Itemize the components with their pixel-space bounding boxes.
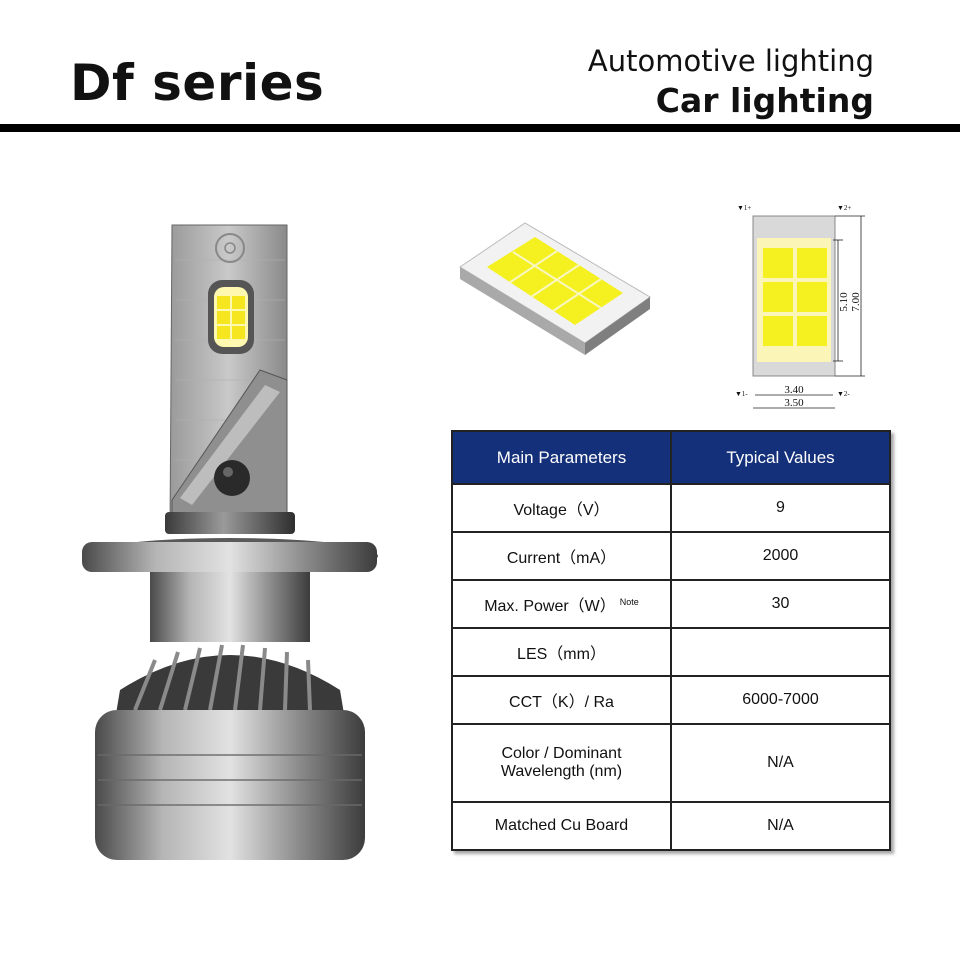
led-chip-3d-image xyxy=(459,222,651,355)
outer-height-label: 7.00 xyxy=(850,292,862,312)
param-max-power-cell: Max. Power（W）Note xyxy=(451,579,672,629)
subtitle-car-lighting: Car lighting xyxy=(655,81,874,120)
page-title: Df series xyxy=(70,54,325,112)
header-main-parameters: Main Parameters xyxy=(451,430,672,485)
table-row: Color / Dominant Wavelength (nm) N/A xyxy=(451,723,891,803)
table-row: Current（mA） 2000 xyxy=(451,531,891,581)
outer-width-label: 3.50 xyxy=(784,397,804,409)
subtitle-automotive-lighting: Automotive lighting xyxy=(587,44,874,78)
param-current: Current（mA） xyxy=(451,531,672,581)
param-les: LES（mm） xyxy=(451,627,672,677)
header-typical-values: Typical Values xyxy=(670,430,891,485)
param-max-power: Max. Power（W） xyxy=(484,598,616,615)
table-row: LES（mm） xyxy=(451,627,891,677)
table-header-row: Main Parameters Typical Values xyxy=(451,430,891,485)
param-cct: CCT（K）/ Ra xyxy=(451,675,672,725)
param-matched-cu-board: Matched Cu Board xyxy=(451,801,672,851)
led-dimension-diagram: ▼1+ ▼2+ ▼1- ▼2- 3.40 3.50 5.10 7.00 xyxy=(735,204,865,409)
parameters-table: Main Parameters Typical Values Voltage（V… xyxy=(451,430,891,851)
inner-width-label: 3.40 xyxy=(784,384,804,396)
corner-label-2-minus: ▼2- xyxy=(837,390,850,398)
value-current: 2000 xyxy=(670,531,891,581)
param-voltage: Voltage（V） xyxy=(451,483,672,533)
led-headlight-bulb-image xyxy=(82,224,378,860)
table-row: CCT（K）/ Ra 6000-7000 xyxy=(451,675,891,725)
value-color-wavelength: N/A xyxy=(670,723,891,803)
table-row: Voltage（V） 9 xyxy=(451,483,891,533)
value-matched-cu-board: N/A xyxy=(670,801,891,851)
corner-label-1-plus: ▼1+ xyxy=(737,204,751,212)
table-row: Max. Power（W）Note 30 xyxy=(451,579,891,629)
value-voltage: 9 xyxy=(670,483,891,533)
table-row: Matched Cu Board N/A xyxy=(451,801,891,851)
value-les xyxy=(670,627,891,677)
value-max-power: 30 xyxy=(670,579,891,629)
inner-height-label: 5.10 xyxy=(838,292,850,312)
header-divider xyxy=(0,124,960,132)
corner-label-1-minus: ▼1- xyxy=(735,390,748,398)
value-cct: 6000-7000 xyxy=(670,675,891,725)
note-marker: Note xyxy=(619,596,639,607)
corner-label-2-plus: ▼2+ xyxy=(837,204,851,212)
param-color-wavelength: Color / Dominant Wavelength (nm) xyxy=(451,723,672,803)
